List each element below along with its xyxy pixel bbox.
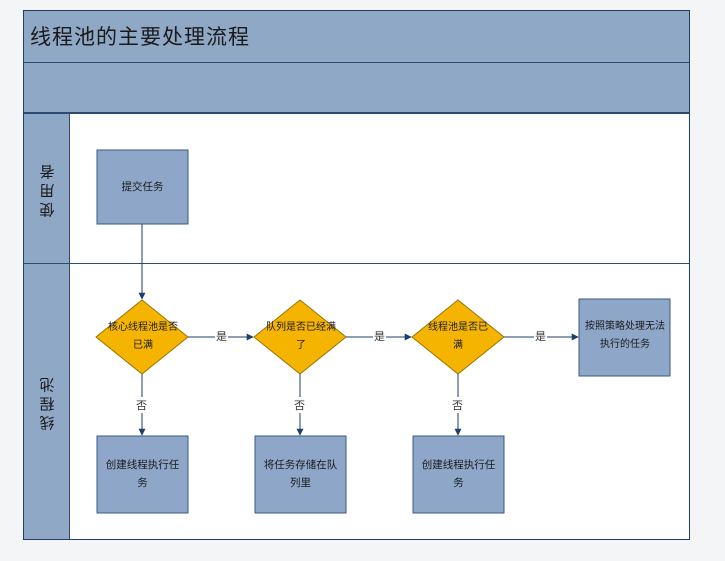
lane-header-user: 使用者 [24,114,70,264]
header-band [24,63,689,114]
edge-label-yes-2: 是 [373,328,386,344]
swimlane-diagram: 线程池的主要处理流程 使用者 线程池 提交任务 核心线程池是否已 [23,10,690,540]
edge-label-no-1: 否 [135,397,148,413]
node-enqueue-label: 将任务存储在队列里 [263,459,338,489]
node-submit-task [96,149,189,225]
node-submit-label: 提交任务 [121,181,164,193]
flow-graphics [95,149,671,514]
decision-queue-label: 队列是否已经满了 [266,322,336,351]
lane-header-pool: 线程池 [24,264,70,539]
decision-pool-label: 线程池是否已满 [428,322,488,351]
edge-label-yes-1: 是 [215,328,228,344]
edge-label-no-2: 否 [293,397,306,413]
node-create-thread-label: 创建线程执行任务 [421,459,496,489]
edge-label-yes-3: 是 [534,328,547,344]
node-create-thread [412,435,505,514]
title-bar: 线程池的主要处理流程 [24,11,689,63]
edge-label-no-3: 否 [451,397,464,413]
node-reject-task [578,298,671,377]
decision-core-label: 核心线程池是否已满 [108,322,178,351]
diagram-title: 线程池的主要处理流程 [30,25,250,49]
lane-separator [69,263,689,264]
node-create-core-label: 创建线程执行任务 [105,459,180,489]
node-enqueue-task [254,435,347,514]
node-create-core-thread [96,435,189,514]
node-reject-label: 按照策略处理无法执行的任务 [585,321,665,350]
